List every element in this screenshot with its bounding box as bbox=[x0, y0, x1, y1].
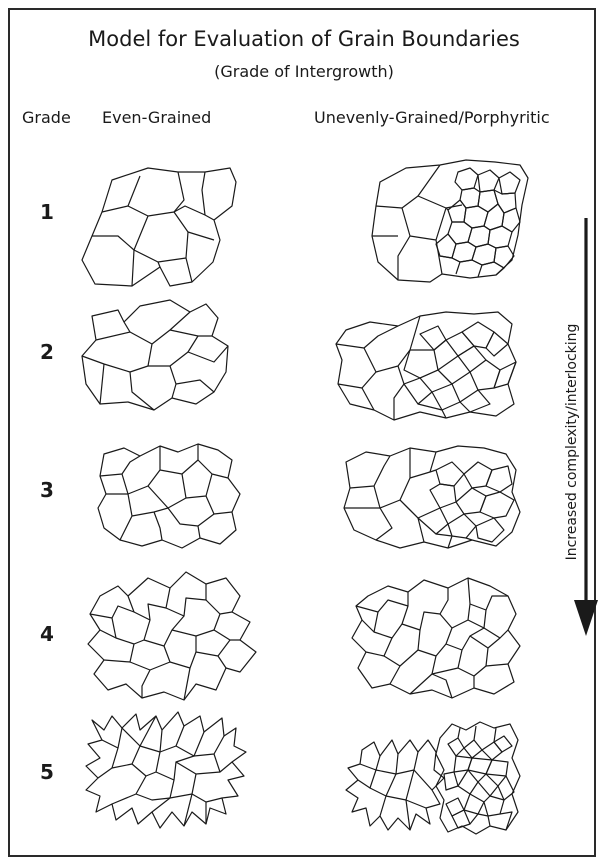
grain-texture-grade-1-uneven bbox=[372, 160, 528, 282]
grain-texture-grade-4-even bbox=[88, 572, 256, 700]
grain-texture-grade-5-even bbox=[86, 712, 246, 828]
complexity-arrow bbox=[574, 218, 598, 636]
grain-texture-grade-3-uneven bbox=[344, 446, 520, 548]
grain-texture-grade-1-even bbox=[82, 168, 236, 286]
grain-texture-grade-4-uneven bbox=[352, 578, 520, 698]
grain-texture-grade-2-uneven bbox=[336, 312, 516, 420]
grain-texture-grade-3-even bbox=[98, 444, 240, 548]
grain-texture-grade-5-uneven bbox=[346, 722, 520, 834]
grain-texture-grade-2-even bbox=[82, 300, 228, 410]
